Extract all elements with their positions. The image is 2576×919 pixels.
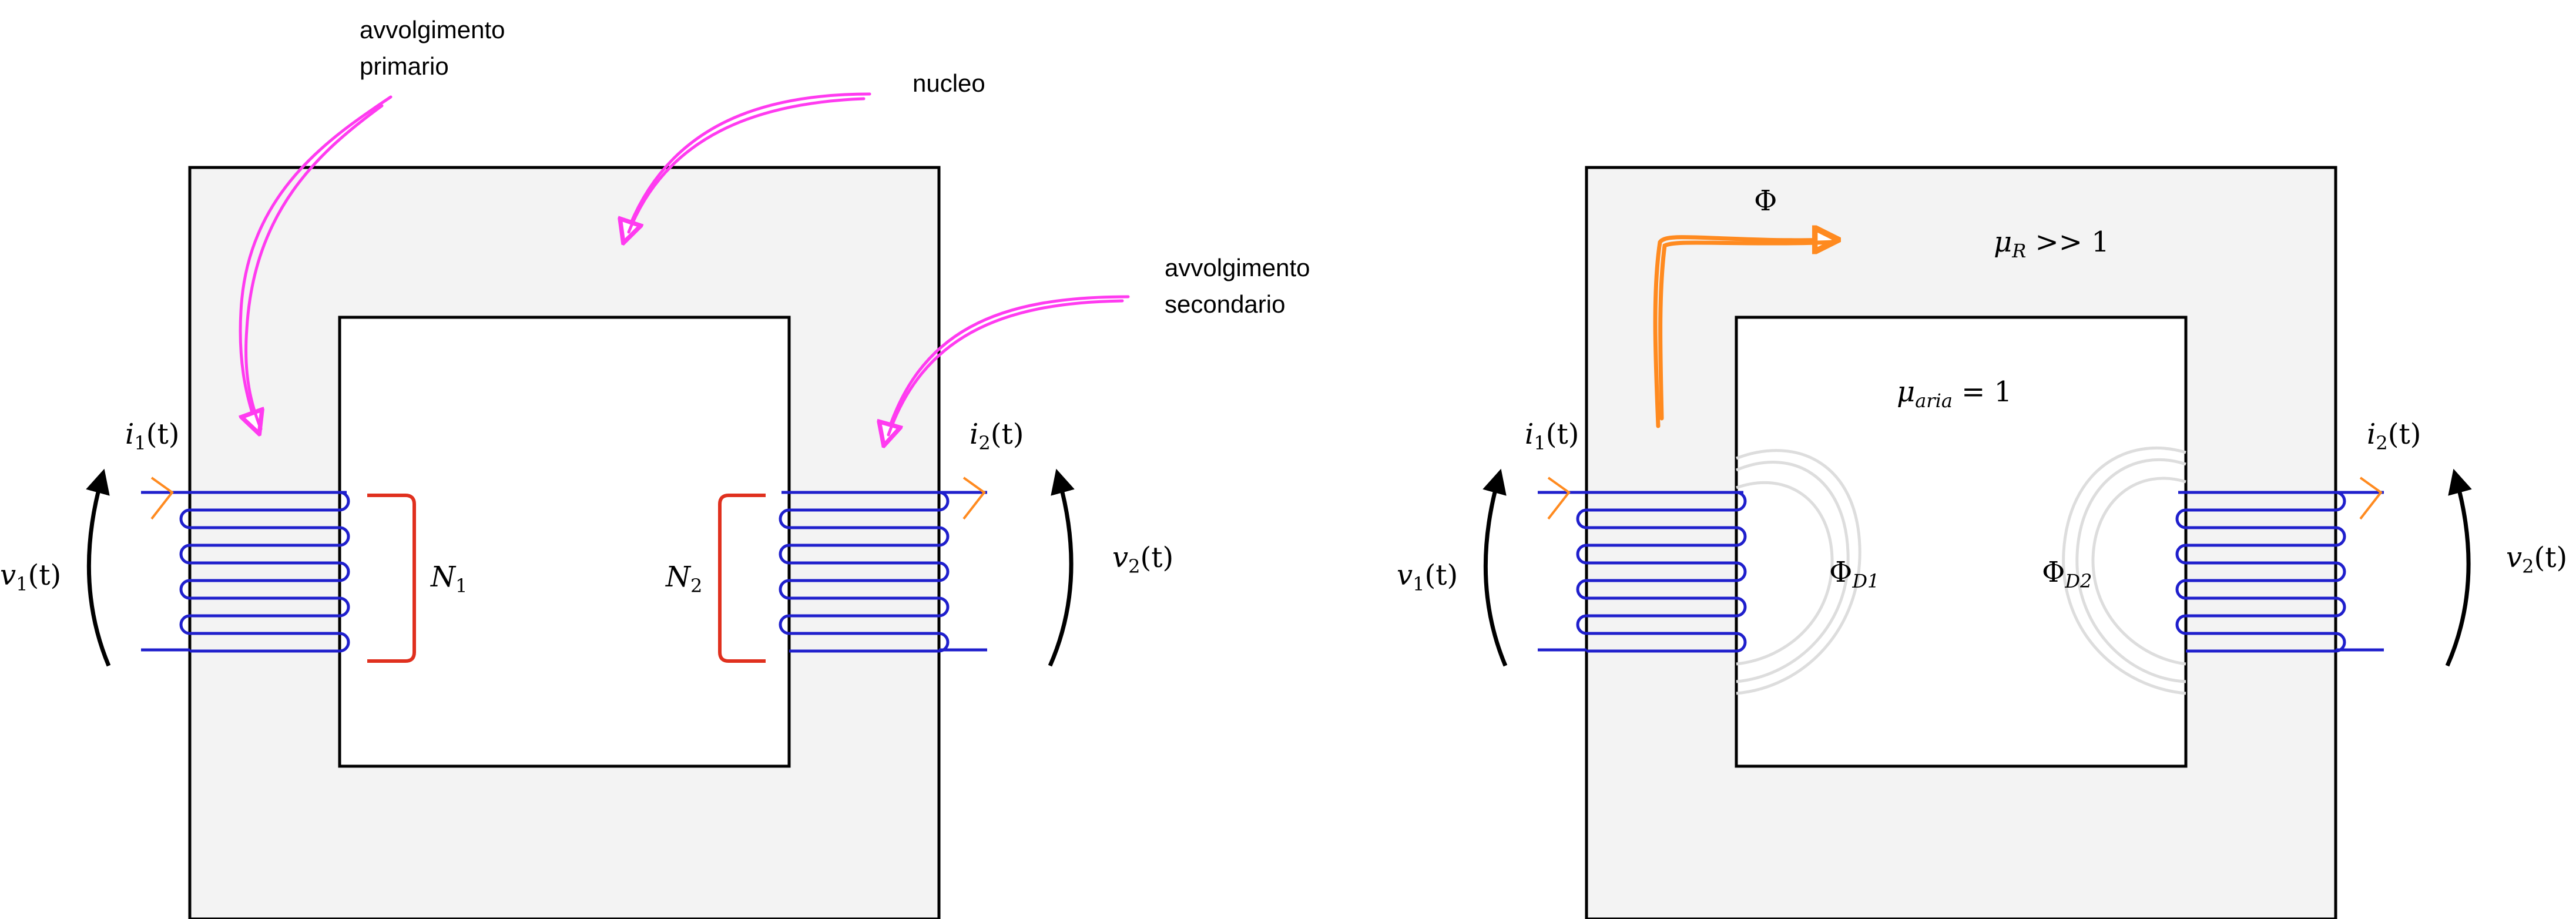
right-flux-arrow <box>1653 237 1836 428</box>
left-secondary-coil <box>779 491 987 653</box>
left-i2-chevron <box>962 477 986 520</box>
left-transformer: avvolgimento primario nucleo avvolgiment… <box>0 16 1317 919</box>
left-n2-bracket <box>718 494 766 663</box>
right-v2-label: v2(t) <box>2506 541 2567 578</box>
phi-d1-label: ΦD1 <box>1829 556 1879 592</box>
right-primary-coil <box>1538 491 1747 653</box>
left-n1-bracket <box>367 494 416 663</box>
right-core <box>1585 166 2337 919</box>
right-leakage-flux <box>1736 447 2186 695</box>
right-i1-chevron <box>1547 477 1571 520</box>
secondary-winding-pointer <box>884 295 1130 444</box>
left-v1-arrow <box>86 468 111 667</box>
phi-d2-label: ΦD2 <box>2042 556 2092 592</box>
primary-winding-pointer <box>240 95 393 432</box>
core-pointer <box>624 92 871 241</box>
left-core <box>188 166 941 919</box>
left-n1-label: N1 <box>430 561 467 597</box>
flux-label: Φ <box>1754 185 1777 217</box>
right-secondary-coil <box>2175 491 2384 653</box>
left-i1-label: i1(t) <box>125 418 179 454</box>
secondary-winding-label: avvolgimento secondario <box>1165 254 1317 318</box>
mu-r-label: μR >> 1 <box>1994 226 2109 262</box>
mu-aria-label: μaria = 1 <box>1897 375 2012 412</box>
primary-winding-label: avvolgimento primario <box>360 16 512 80</box>
left-v2-arrow <box>1048 468 1075 667</box>
right-transformer: Φ μR >> 1 μaria = 1 ΦD1 ΦD2 i1(t) i2(t) … <box>1397 166 2567 919</box>
left-primary-coil <box>141 491 350 653</box>
left-v1-label: v1(t) <box>0 559 61 595</box>
right-i1-label: i1(t) <box>1525 418 1579 454</box>
left-n2-label: N2 <box>665 561 702 597</box>
right-v2-arrow <box>2445 468 2472 667</box>
right-v1-arrow <box>1482 468 1508 667</box>
left-i2-label: i2(t) <box>970 418 1024 454</box>
core-label: nucleo <box>913 69 985 97</box>
right-v1-label: v1(t) <box>1397 559 1458 595</box>
left-v2-label: v2(t) <box>1112 541 1173 578</box>
left-i1-chevron <box>150 477 174 520</box>
right-i2-chevron <box>2359 477 2383 520</box>
right-i2-label: i2(t) <box>2367 418 2421 454</box>
left-annotation-arrows <box>240 92 1130 444</box>
